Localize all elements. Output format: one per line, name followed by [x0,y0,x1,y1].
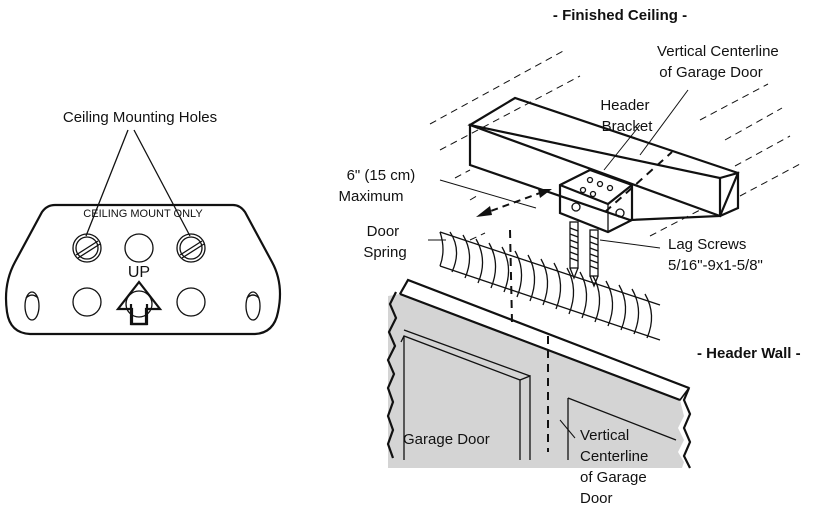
ceiling-lines [429,49,801,241]
mounting-plate [4,203,282,336]
max-distance-label: 6" (15 cm) Maximum [338,167,419,205]
lag-screws-label: Lag Screws 5/16"-9x1-5/8" [668,236,763,274]
ceiling-mounting-holes-label: Ceiling Mounting Holes [63,109,217,126]
door-spring [439,231,661,341]
leader-lines [428,89,689,439]
centerline-top [509,151,673,452]
vertical-centerline-top-label: Vertical Centerline of Garage Door [657,43,783,81]
ceiling-mounting-holes [72,233,206,263]
lag-screws [569,221,599,288]
callout-lines [85,129,191,237]
up-label: UP [128,264,150,281]
plate-text: CEILING MOUNT ONLY [83,208,203,220]
header-wall-label: - Header Wall - [697,345,801,362]
header-wall [386,278,692,469]
finished-ceiling-label: - Finished Ceiling - [553,7,687,24]
header-block [467,96,740,222]
door-spring-label: Door Spring [363,223,406,261]
header-bracket-label: Header Bracket [600,97,653,135]
up-arrow-icon [115,280,163,326]
vertical-centerline-bottom-label: Vertical Centerline of Garage Door [580,427,653,507]
plate-holes [72,233,206,317]
garage-door-label: Garage Door [403,431,490,448]
dimension-arrow [476,189,552,217]
